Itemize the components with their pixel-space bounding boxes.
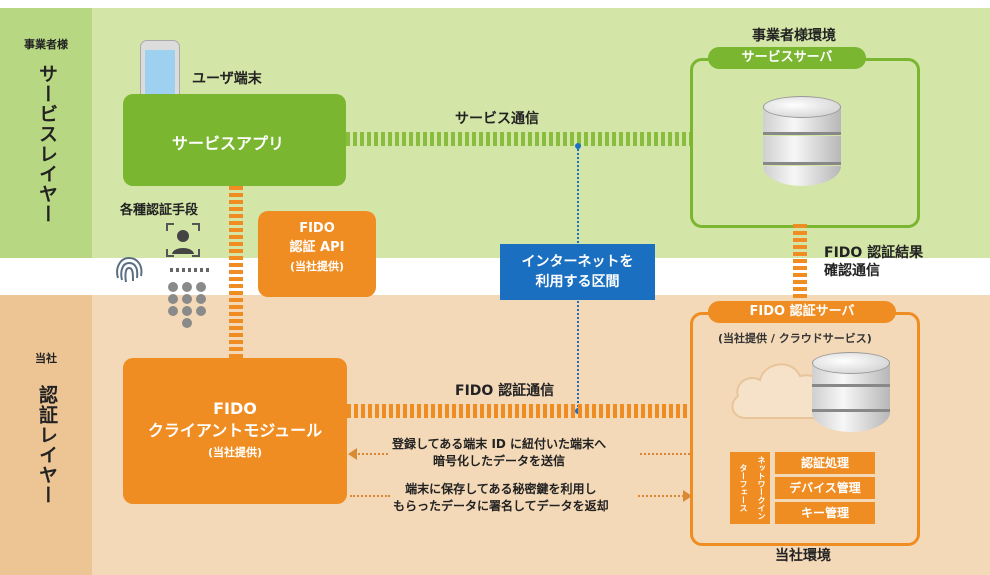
service-comm-label: サービス通信	[455, 111, 539, 127]
app-client-line	[229, 186, 243, 358]
function-device-mgmt: デバイス管理	[775, 477, 875, 499]
business-env-label: 事業者様環境	[752, 28, 836, 44]
fingerprint-icon	[112, 252, 146, 286]
fido-api-line1: FIDO	[299, 221, 335, 236]
keypad-icon	[166, 280, 208, 330]
fido-api-line3: (当社提供)	[289, 260, 345, 273]
service-layer-name: サービスレイヤー	[36, 64, 58, 224]
fido-api-line2: 認証 API	[289, 240, 345, 255]
msg-to-server-arrow-right	[638, 495, 684, 497]
msg-to-client: 登録してある端末 ID に紐付いた端末へ 暗号化したデータを送信	[392, 437, 607, 468]
database-icon	[812, 352, 890, 444]
service-layer-owner: 事業者様	[24, 38, 68, 51]
arrow-right-head-icon	[683, 490, 692, 502]
fido-comm-label: FIDO 認証通信	[455, 383, 555, 399]
fido-comm-line	[347, 404, 690, 418]
function-key-mgmt: キー管理	[775, 502, 875, 524]
function-auth: 認証処理	[775, 452, 875, 474]
service-app-label: サービスアプリ	[171, 134, 284, 153]
fido-api-box: FIDO 認証 API (当社提供)	[258, 211, 376, 297]
arrow-left-head-icon	[348, 448, 357, 460]
internet-zone-dot-top	[575, 143, 581, 149]
network-interface-label: ネットワークインターフェース	[730, 452, 770, 524]
fido-client-line2: クライアントモジュール	[147, 421, 323, 440]
fido-server-title: FIDO 認証サーバ	[708, 301, 896, 323]
service-layer-header	[0, 8, 92, 258]
fido-server-subtitle: (当社提供 / クラウドサービス)	[718, 332, 872, 345]
company-env-label: 当社環境	[775, 548, 831, 564]
user-device-label: ユーザ端末	[192, 71, 262, 87]
fido-client-line3: (当社提供)	[207, 446, 263, 459]
database-icon	[763, 96, 841, 198]
face-recognition-icon	[165, 222, 201, 258]
pin-dots-icon	[170, 268, 210, 272]
internet-zone-label: インターネットを 利用する区間	[500, 244, 655, 300]
fido-result-line	[793, 224, 807, 308]
msg-to-client-arrow-left	[358, 453, 388, 455]
service-app-box: サービスアプリ	[123, 94, 346, 186]
fido-client-box: FIDO クライアントモジュール (当社提供)	[123, 358, 347, 504]
service-comm-line	[346, 132, 690, 146]
auth-layer-owner: 当社	[35, 352, 57, 365]
fido-client-line1: FIDO	[213, 399, 257, 418]
service-server-title: サービスサーバ	[708, 47, 866, 69]
fido-result-label: FIDO 認証結果 確認通信	[824, 245, 924, 279]
auth-layer-name: 認証レイヤー	[36, 385, 58, 505]
msg-to-server: 端末に保存してある秘密鍵を利用し もらったデータに署名してデータを返却	[393, 482, 609, 513]
auth-methods-label: 各種認証手段	[120, 203, 199, 218]
msg-to-server-arrow-left	[350, 495, 390, 497]
auth-layer-header	[0, 295, 92, 575]
msg-to-client-arrow-right	[640, 453, 690, 455]
